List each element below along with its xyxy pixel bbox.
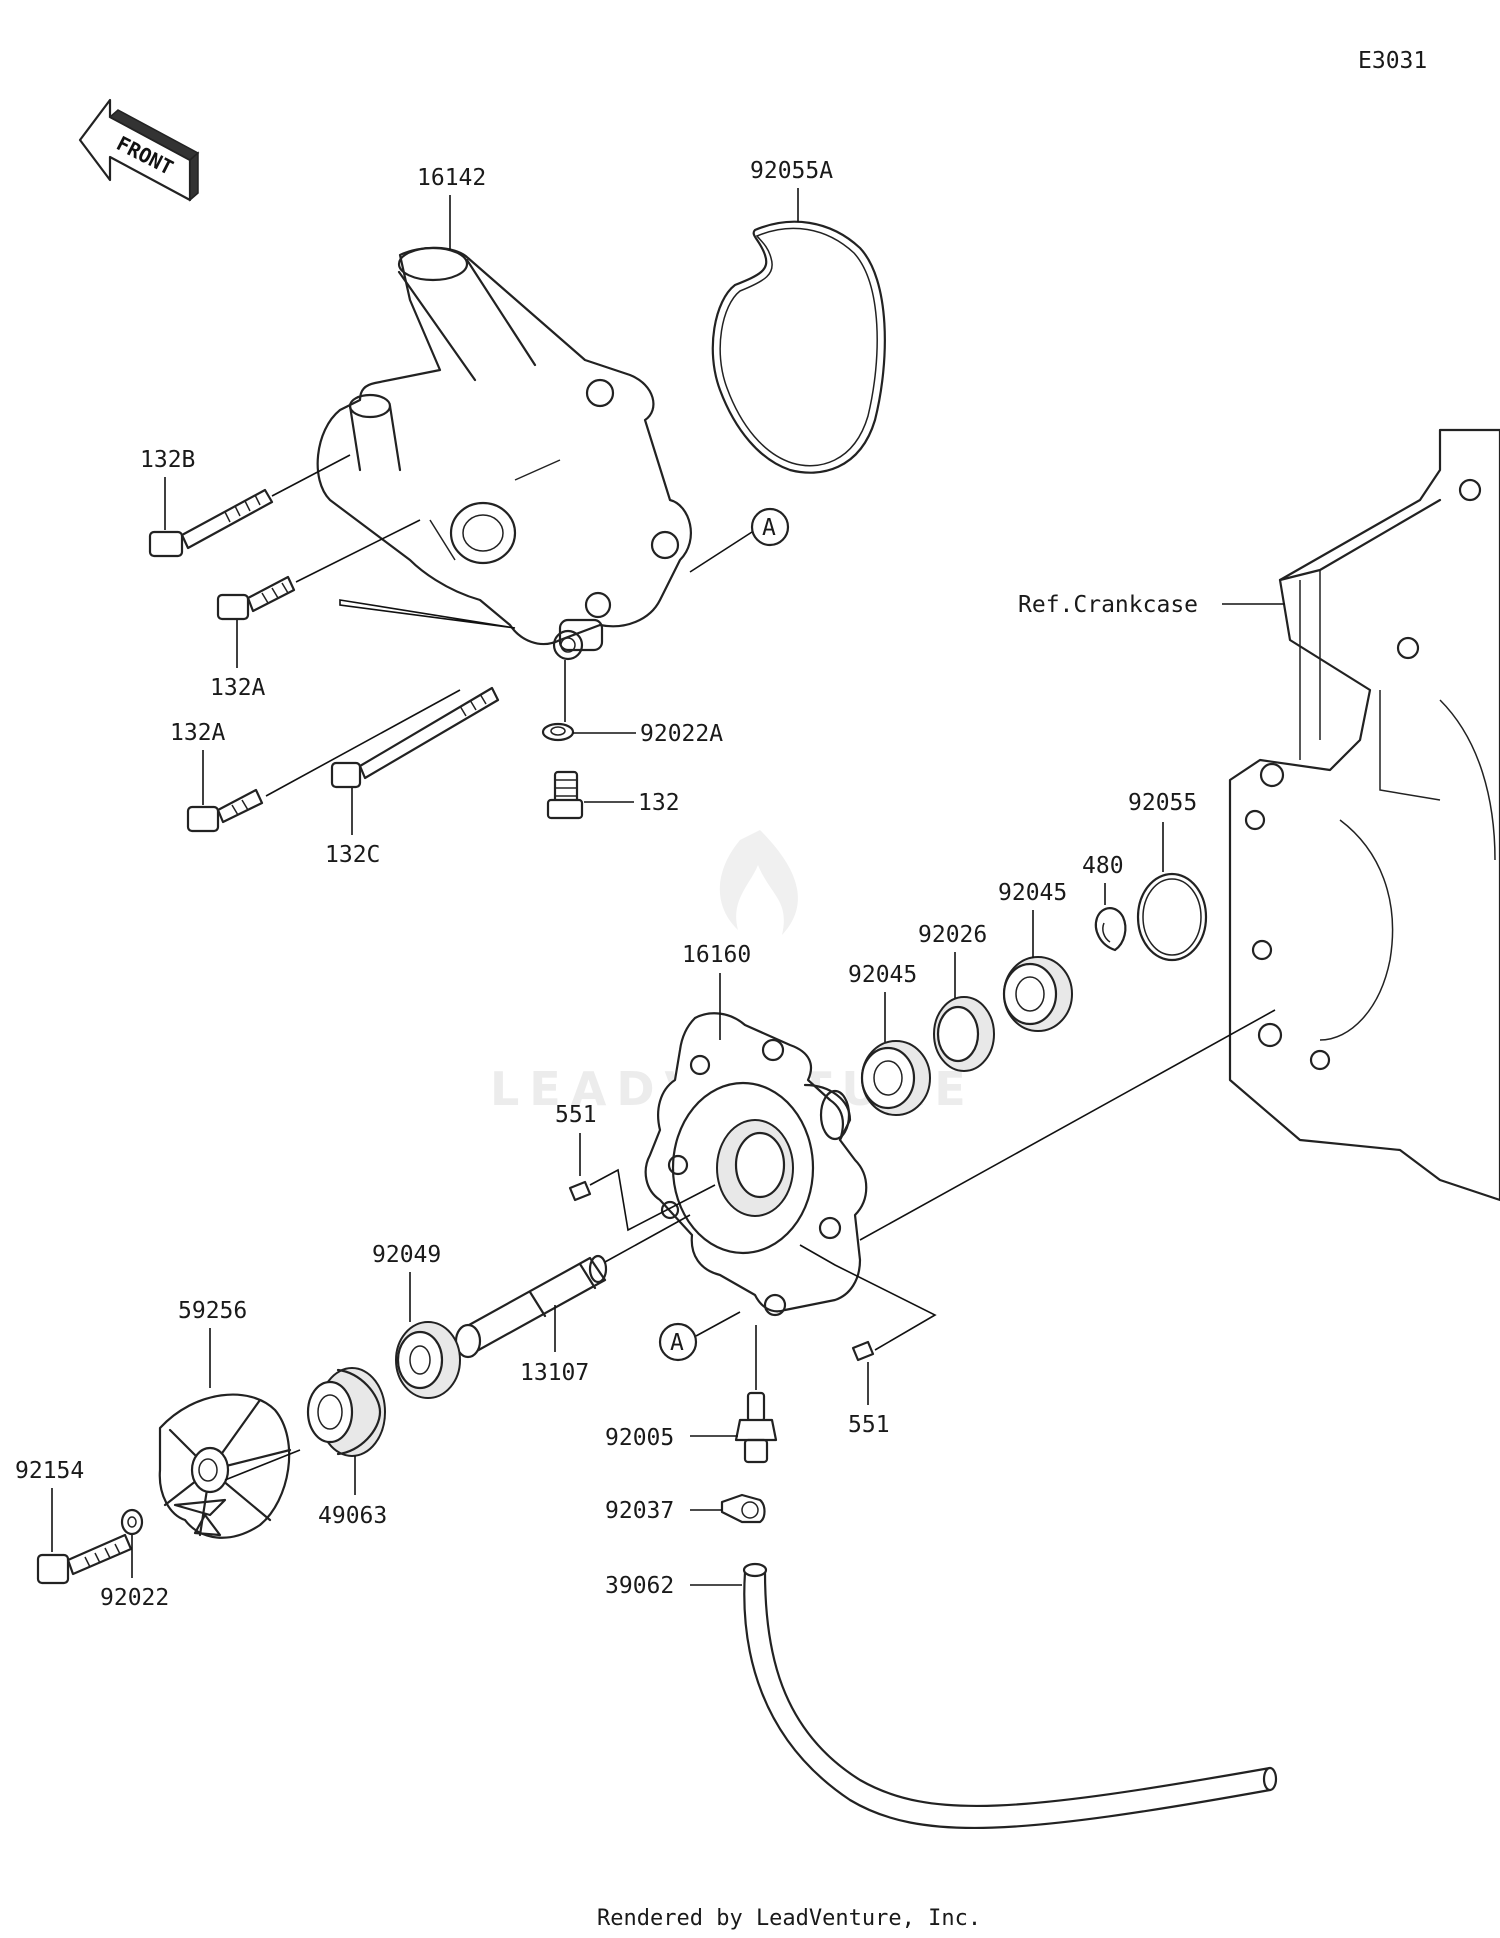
label-92045-left: 92045 xyxy=(848,962,917,988)
bearing-92045-right xyxy=(1002,956,1073,1032)
label-132A-lower: 132A xyxy=(170,720,226,746)
bolt-132B xyxy=(148,488,274,558)
label-13107: 13107 xyxy=(520,1360,589,1386)
label-132B: 132B xyxy=(140,447,195,473)
clamp-92037 xyxy=(720,1493,766,1524)
pump-cover-16142 xyxy=(316,246,692,661)
seal-92026 xyxy=(933,996,995,1072)
label-92005: 92005 xyxy=(605,1425,674,1451)
guide-551-lower xyxy=(799,1244,937,1351)
guide-132A-upper xyxy=(295,519,421,583)
label-92026: 92026 xyxy=(918,922,987,948)
crankcase-reference xyxy=(1228,428,1500,1202)
guide-132A-lower xyxy=(265,689,461,797)
label-16160: 16160 xyxy=(682,942,751,968)
callout-a-bottom-letter: A xyxy=(670,1330,684,1356)
label-92049: 92049 xyxy=(372,1242,441,1268)
label-551-upper: 551 xyxy=(555,1102,597,1128)
bolt-132C xyxy=(330,686,500,789)
seal-92049 xyxy=(395,1321,461,1399)
callout-a-top-leader xyxy=(689,531,753,573)
callout-a-bottom: A xyxy=(658,1311,741,1362)
label-132C: 132C xyxy=(325,842,380,868)
label-92154: 92154 xyxy=(15,1458,84,1484)
callout-a-top-letter: A xyxy=(762,515,776,541)
dowel-551-upper xyxy=(568,1180,592,1202)
bolt-132A-lower xyxy=(186,788,264,833)
circlip-480 xyxy=(1094,907,1127,952)
diagram-code: E3031 xyxy=(1358,48,1427,74)
front-arrow-icon: FRONT xyxy=(78,98,200,202)
guide-59256 xyxy=(224,1449,301,1481)
label-92055: 92055 xyxy=(1128,790,1197,816)
oring-92055 xyxy=(1136,872,1208,962)
dowel-551-lower xyxy=(851,1340,875,1362)
gasket-92055A xyxy=(711,220,886,474)
guide-132B xyxy=(271,454,351,497)
callout-a-top: A xyxy=(689,507,790,573)
label-92055A: 92055A xyxy=(750,158,833,184)
label-49063: 49063 xyxy=(318,1503,387,1529)
label-480: 480 xyxy=(1082,853,1124,879)
pump-body-16160 xyxy=(644,1012,868,1317)
label-92022: 92022 xyxy=(100,1585,169,1611)
label-132: 132 xyxy=(638,790,680,816)
guide-16160-crankcase xyxy=(859,1009,1276,1241)
mechanical-seal-49063 xyxy=(306,1367,386,1457)
guide-13107 xyxy=(604,1214,691,1263)
footer-credit: Rendered by LeadVenture, Inc. xyxy=(597,1906,981,1931)
shaft-13107 xyxy=(454,1254,608,1359)
washer-92022A xyxy=(541,722,575,742)
bolt-92154 xyxy=(36,1533,133,1585)
bolt-132 xyxy=(546,770,584,820)
callout-a-bottom-leader xyxy=(695,1311,741,1337)
guide-bracket xyxy=(339,599,516,629)
label-ref-crankcase: Ref.Crankcase xyxy=(1018,592,1198,618)
label-39062: 39062 xyxy=(605,1573,674,1599)
bolt-132A-upper xyxy=(216,575,296,621)
bearing-92045-left xyxy=(860,1040,931,1116)
label-132A-upper: 132A xyxy=(210,675,266,701)
label-92037: 92037 xyxy=(605,1498,674,1524)
impeller-59256 xyxy=(158,1393,292,1539)
label-551-lower: 551 xyxy=(848,1412,890,1438)
label-92045-right: 92045 xyxy=(998,880,1067,906)
label-59256: 59256 xyxy=(178,1298,247,1324)
guide-551-upper xyxy=(589,1168,716,1232)
washer-92022 xyxy=(120,1508,144,1536)
fitting-92005 xyxy=(734,1391,778,1464)
label-92022A: 92022A xyxy=(640,721,723,747)
hose-39062 xyxy=(742,1562,1278,1829)
label-16142: 16142 xyxy=(417,165,486,191)
